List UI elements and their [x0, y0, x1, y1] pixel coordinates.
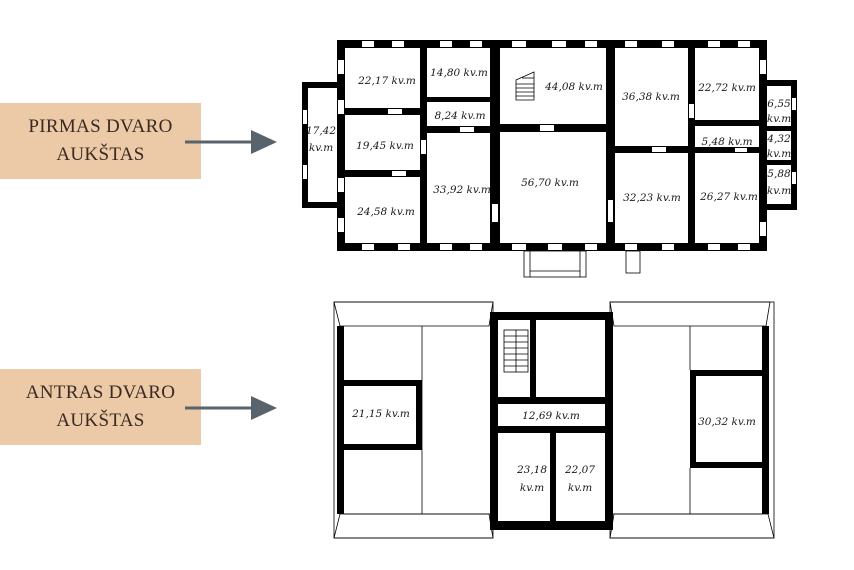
floor-label-second: ANTRAS DVARO AUKŠTAS	[0, 369, 201, 445]
room-area-label: 24,58 kv.m	[356, 206, 415, 218]
floor-label-first-line1: PIRMAS DVARO	[28, 116, 173, 137]
room-area-label: 5,48 kv.m	[701, 136, 752, 148]
room-area-label: kv.m	[568, 482, 592, 494]
room-area-label: 30,32 kv.m	[698, 416, 756, 428]
room-area-label: 8,24 kv.m	[434, 110, 485, 122]
room-area-label: kv.m	[520, 482, 544, 494]
room-area-label: kv.m	[309, 142, 333, 154]
arrow-right-icon	[185, 396, 277, 420]
room-area-label: 22,72 kv.m	[697, 82, 756, 94]
room-area-label: 5,88	[767, 168, 791, 180]
floor-label-second-line2: AUKŠTAS	[56, 410, 145, 431]
room-area-label: 6,55	[767, 98, 791, 110]
room-area-label: 19,45 kv.m	[356, 140, 414, 152]
arrow-right-icon	[185, 130, 277, 154]
room-area-label: 22,07	[564, 464, 595, 476]
room-area-label: 17,42	[306, 125, 336, 137]
room-area-label: kv.m	[767, 113, 791, 125]
room-area-label: 26,27 kv.m	[699, 191, 758, 203]
room-area-label: 44,08 kv.m	[544, 81, 603, 93]
room-area-label: 23,18	[516, 464, 547, 476]
room-area-label: 22,17 kv.m	[357, 75, 416, 87]
first-floor-plan: 22,17 kv.m 14,80 kv.m 8,24 kv.m 44,08 kv…	[302, 40, 797, 278]
room-area-label: 4,32	[766, 133, 791, 145]
room-area-label: kv.m	[767, 148, 791, 160]
floor-label-second-line1: ANTRAS DVARO	[25, 382, 176, 403]
room-area-label: 14,80 kv.m	[430, 67, 488, 79]
room-area-label: 33,92 kv.m	[433, 184, 491, 196]
room-area-label: kv.m	[767, 185, 791, 197]
room-area-label: 56,70 kv.m	[521, 177, 579, 189]
room-area-label: 21,15 kv.m	[351, 408, 410, 420]
room-area-label: 32,23 kv.m	[623, 192, 681, 204]
floor-label-first: PIRMAS DVARO AUKŠTAS	[0, 103, 201, 179]
room-area-label: 12,69 kv.m	[522, 410, 580, 422]
room-area-label: 36,38 kv.m	[622, 91, 680, 103]
second-floor-plan: 21,15 kv.m 12,69 kv.m 30,32 kv.m 23,18 k…	[333, 301, 775, 539]
floor-label-first-line2: AUKŠTAS	[56, 144, 145, 165]
